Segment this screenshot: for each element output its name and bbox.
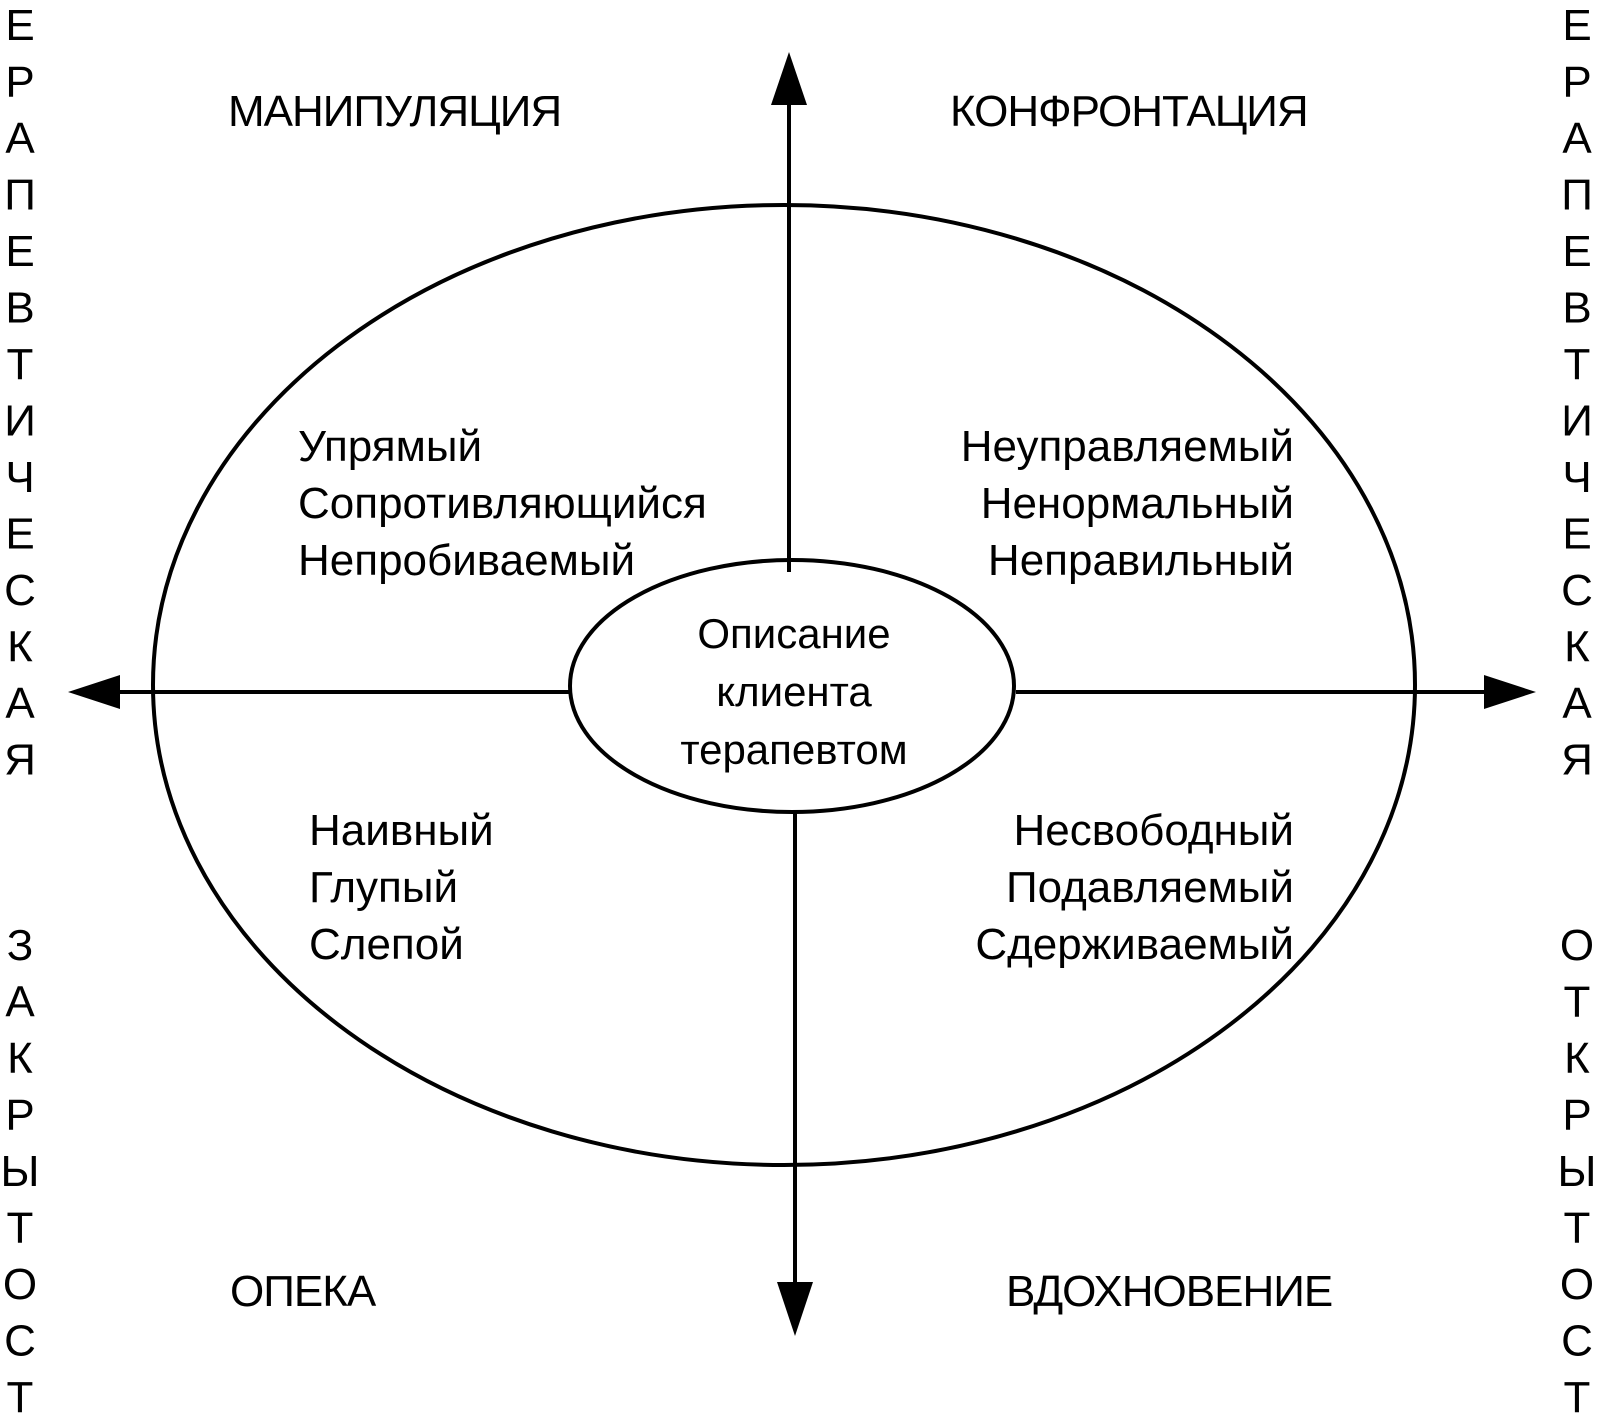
side-left-letter: Р <box>5 1091 34 1140</box>
side-right-letter: С <box>1561 566 1593 615</box>
side-left-letter: Е <box>5 1 34 50</box>
corner-label-confrontation: КОНФРОНТАЦИЯ <box>950 87 1308 136</box>
quadrant-top-left-word: Непробиваемый <box>298 536 635 585</box>
side-right-letter: Т <box>1564 978 1591 1027</box>
side-right-letter: К <box>1564 1034 1590 1083</box>
side-right-letter: Т <box>1564 1373 1591 1415</box>
side-left-letter: И <box>4 397 36 446</box>
side-left-letter: О <box>3 1260 37 1309</box>
side-right-letter: Ы <box>1558 1147 1597 1196</box>
quadrant-bottom-left-word: Глупый <box>309 863 458 912</box>
quadrant-top-right-word: Неправильный <box>988 536 1294 585</box>
center-label-line: клиента <box>716 668 872 715</box>
center-label-line: Описание <box>697 610 890 657</box>
quadrant-top-right-word: Ненормальный <box>981 479 1294 528</box>
quadrant-bottom-right-word: Сдерживаемый <box>975 920 1294 969</box>
side-left-letter: С <box>4 566 36 615</box>
side-left-letter: К <box>7 1034 33 1083</box>
side-right-letter: П <box>1561 171 1593 220</box>
side-left-letter: С <box>4 1317 36 1366</box>
side-left-letter: П <box>4 171 36 220</box>
side-left-letter: К <box>7 623 33 672</box>
side-right-letter: К <box>1564 623 1590 672</box>
side-left-letter: Т <box>7 1373 34 1415</box>
arrow-right-icon <box>1484 675 1536 709</box>
side-left-letter: Е <box>5 510 34 559</box>
side-right-letter: Е <box>1562 510 1591 559</box>
side-right-letter: Е <box>1562 227 1591 276</box>
side-left-letter: В <box>5 284 34 333</box>
side-left-letter: Т <box>7 1204 34 1253</box>
side-right-letter: О <box>1560 1260 1594 1309</box>
quadrant-bottom-left-word: Слепой <box>309 920 464 969</box>
side-right-letter: Ч <box>1562 453 1591 502</box>
quadrant-top-right-word: Неуправляемый <box>961 422 1294 471</box>
side-left-letter: А <box>5 114 35 163</box>
corner-label-manipulation: МАНИПУЛЯЦИЯ <box>228 87 561 136</box>
quadrant-top-left-word: Упрямый <box>298 422 482 471</box>
side-right-letter: Т <box>1564 1204 1591 1253</box>
quadrant-bottom-right-word: Подавляемый <box>1006 863 1294 912</box>
side-left-letter: Я <box>4 736 36 785</box>
side-left-letter: Р <box>5 58 34 107</box>
side-right-letter: О <box>1560 921 1594 970</box>
center-ellipse <box>568 558 1016 814</box>
arrow-up-icon <box>771 52 807 105</box>
corner-label-inspiration: ВДОХНОВЕНИЕ <box>1006 1267 1332 1316</box>
side-left-letter: Ч <box>5 453 34 502</box>
center-label-line: терапевтом <box>680 726 907 773</box>
side-left-letter: Е <box>5 227 34 276</box>
side-right-letter: С <box>1561 1317 1593 1366</box>
side-left-letter: А <box>5 679 35 728</box>
side-right-letter: Р <box>1562 58 1591 107</box>
side-right-letter: Т <box>1564 340 1591 389</box>
outer-ellipse <box>151 203 1417 1167</box>
arrow-left-icon <box>68 675 120 709</box>
side-right-letter: А <box>1562 679 1592 728</box>
corner-label-guardianship: ОПЕКА <box>230 1267 377 1316</box>
side-left-letter: З <box>7 921 34 970</box>
side-right-letter: Р <box>1562 1091 1591 1140</box>
side-right-letter: В <box>1562 284 1591 333</box>
side-right-letter: Я <box>1561 736 1593 785</box>
arrow-down-icon <box>777 1282 813 1336</box>
quadrant-top-left-word: Сопротивляющийся <box>298 479 707 528</box>
side-left-letter: Ы <box>1 1147 40 1196</box>
side-left-letter: А <box>5 978 35 1027</box>
side-right-letter: И <box>1561 397 1593 446</box>
quadrant-bottom-right-word: Несвободный <box>1014 806 1294 855</box>
quadrant-bottom-left-word: Наивный <box>309 806 494 855</box>
side-left-letter: Т <box>7 340 34 389</box>
side-right-letter: А <box>1562 114 1592 163</box>
side-right-letter: Е <box>1562 1 1591 50</box>
